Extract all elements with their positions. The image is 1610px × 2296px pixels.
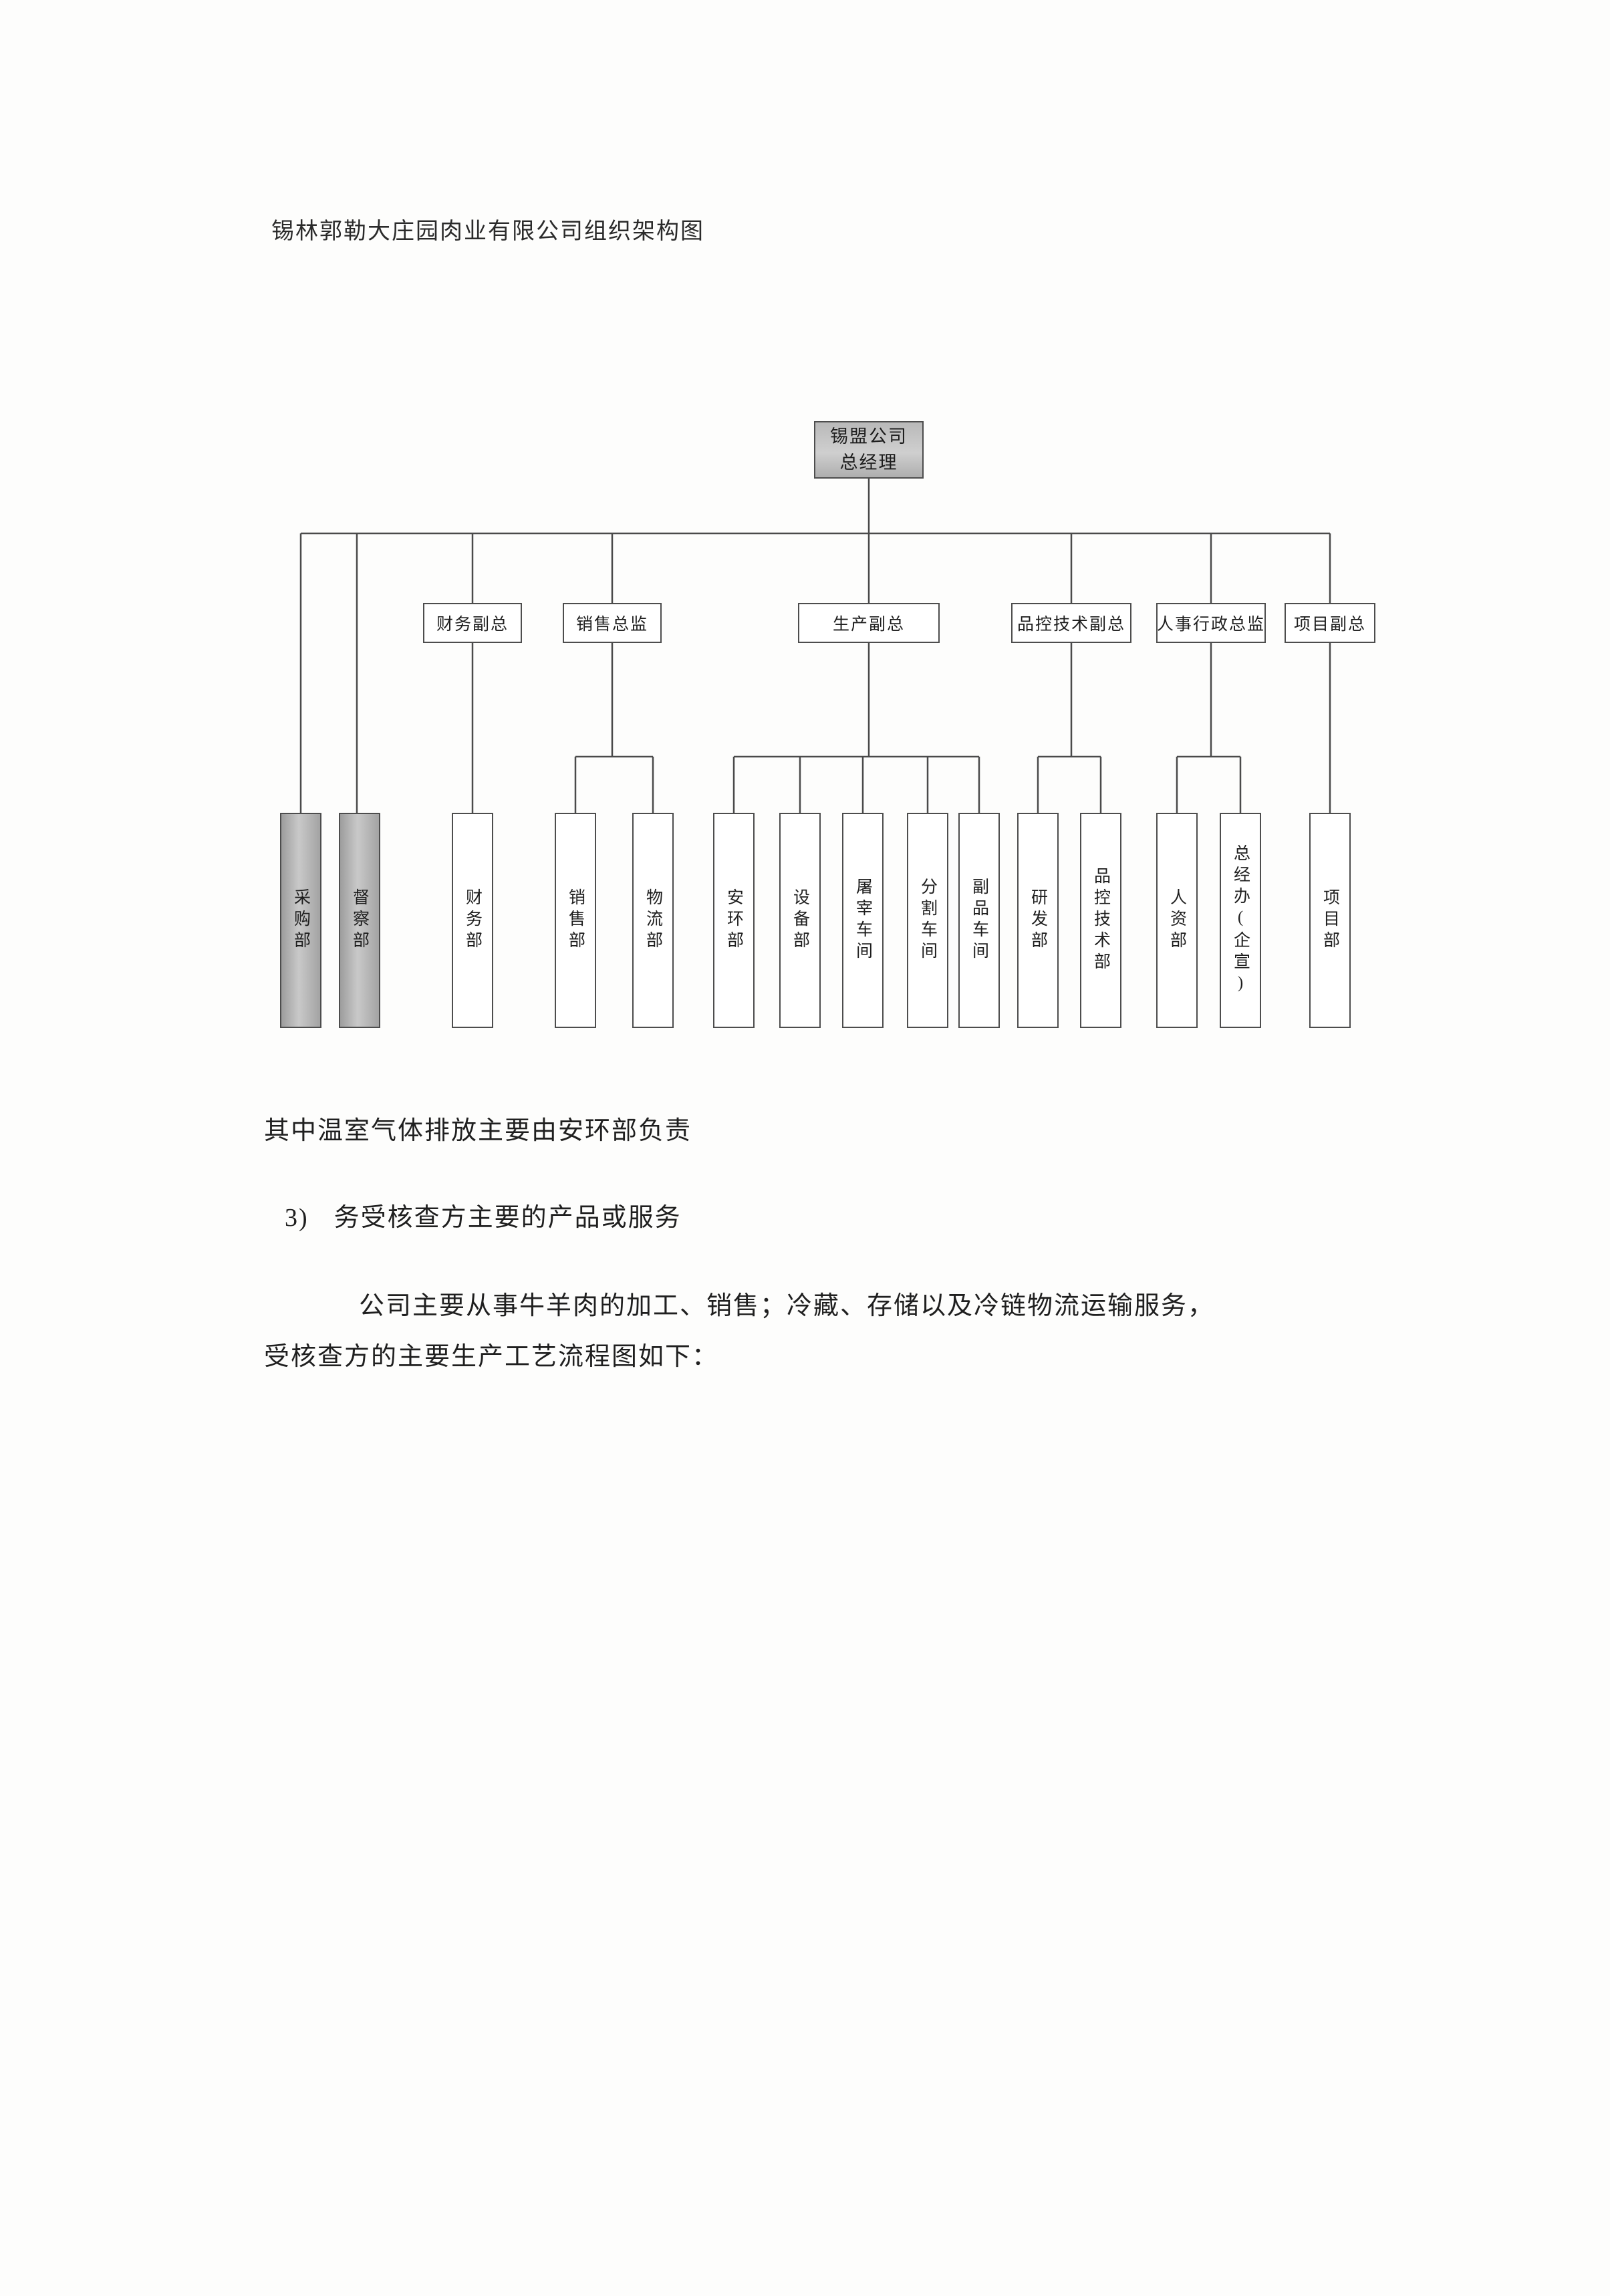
org-box-slaughter-workshop: 屠宰车间 <box>842 813 884 1028</box>
org-box-byproduct-workshop: 副品车间 <box>958 813 1000 1028</box>
org-box-project-vp: 项目副总 <box>1285 603 1375 643</box>
org-box-general-manager-label: 锡盟公司 总经理 <box>830 426 908 473</box>
page-title: 锡林郭勒大庄园肉业有限公司组织架构图 <box>271 219 704 244</box>
org-box-gm-office: 总经办(企宣) <box>1220 813 1261 1028</box>
org-box-safety-environment-dept: 安环部 <box>713 813 755 1028</box>
ghg-responsibility-note: 其中温室气体排放主要由安环部负责 <box>264 1117 692 1145</box>
org-box-quality-tech-vp: 品控技术副总 <box>1011 603 1131 643</box>
org-box-rnd-dept: 研发部 <box>1017 813 1059 1028</box>
org-box-quality-tech-dept: 品控技术部 <box>1080 813 1121 1028</box>
list-item-3-title: 务受核查方主要的产品或服务 <box>333 1204 682 1232</box>
org-box-sales-director: 销售总监 <box>563 603 662 643</box>
org-box-finance-vp: 财务副总 <box>423 603 522 643</box>
paragraph-line-1: 公司主要从事牛羊肉的加工、销售；冷藏、存储以及冷链物流运输服务， <box>359 1292 1215 1320</box>
org-box-logistics-dept: 物流部 <box>632 813 674 1028</box>
list-item-3-number: 3) <box>285 1204 309 1232</box>
org-box-production-vp: 生产副总 <box>798 603 940 643</box>
org-box-equipment-dept: 设备部 <box>779 813 821 1028</box>
org-box-hr-dept: 人资部 <box>1156 813 1198 1028</box>
org-box-procurement-dept: 采购部 <box>280 813 321 1028</box>
list-item-3: 3) 务受核查方主要的产品或服务 <box>285 1196 682 1233</box>
org-box-sales-dept: 销售部 <box>555 813 596 1028</box>
org-box-hr-admin-director: 人事行政总监 <box>1156 603 1266 643</box>
paragraph-line-2: 受核查方的主要生产工艺流程图如下： <box>264 1343 719 1371</box>
org-box-general-manager: 锡盟公司 总经理 <box>814 421 924 479</box>
org-box-cutting-workshop: 分割车间 <box>907 813 948 1028</box>
org-box-supervision-dept: 督察部 <box>339 813 380 1028</box>
org-box-project-dept: 项目部 <box>1309 813 1351 1028</box>
org-box-finance-dept: 财务部 <box>452 813 493 1028</box>
